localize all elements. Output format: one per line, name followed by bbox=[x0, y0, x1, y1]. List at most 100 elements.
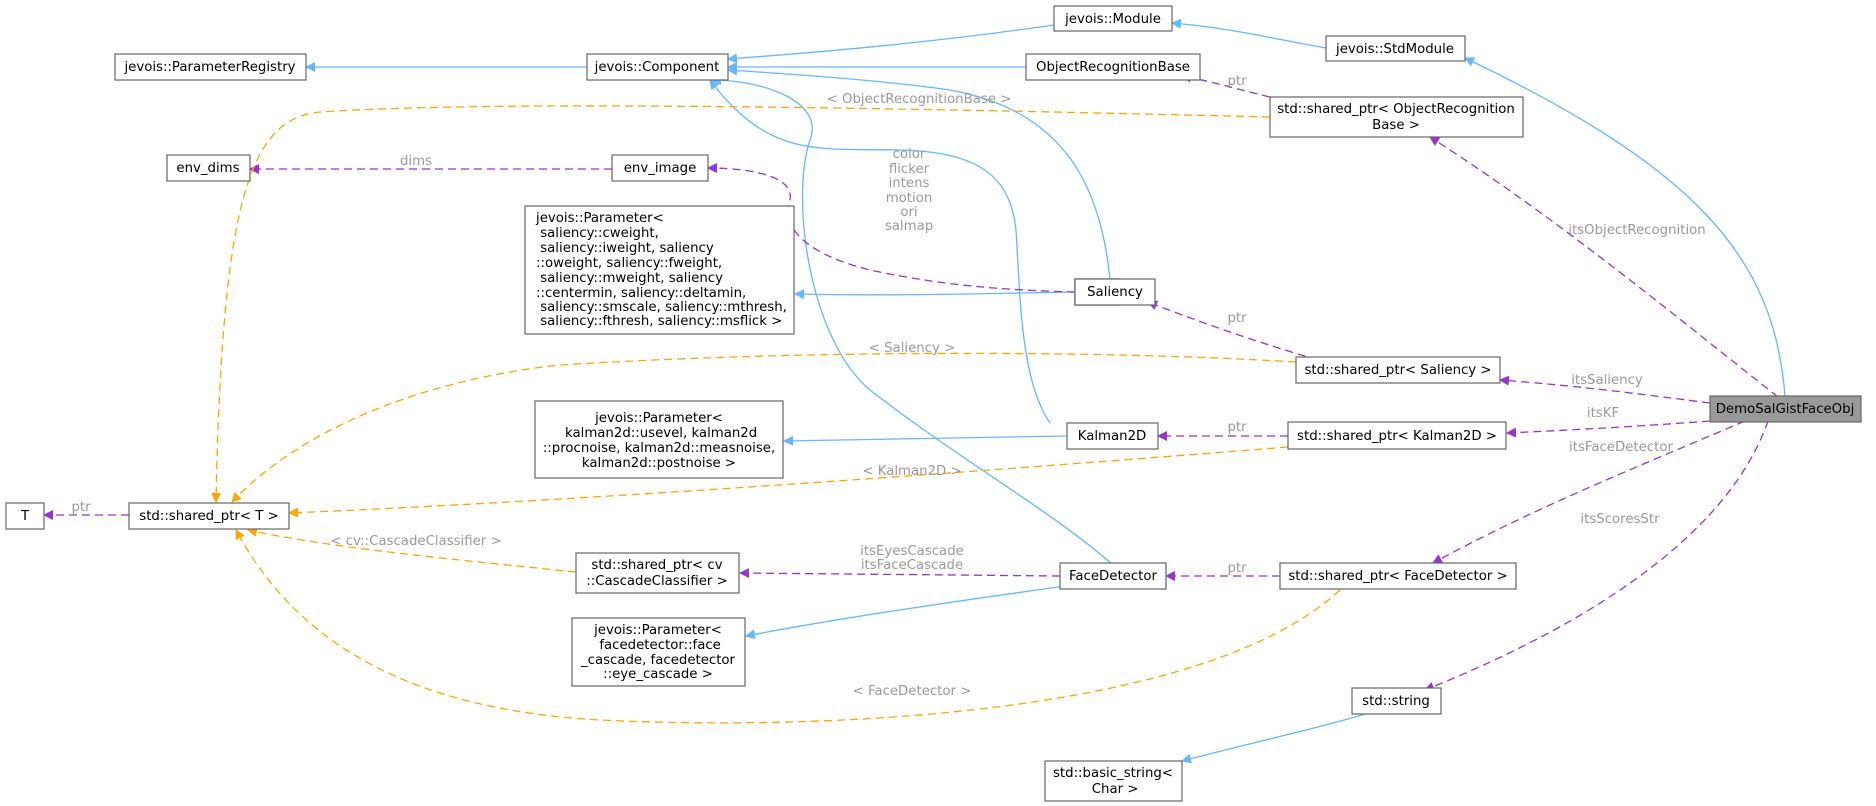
node-paramregistry-label: jevois::ParameterRegistry bbox=[123, 60, 295, 75]
node-demo[interactable]: DemoSalGistFaceObj bbox=[1709, 395, 1862, 423]
label-saliency-template: < Saliency > bbox=[869, 341, 956, 356]
node-face-param[interactable]: jevois::Parameter< facedetector::face _c… bbox=[571, 617, 746, 687]
node-face-param-line-4: ::eye_cascade > bbox=[603, 667, 713, 682]
node-demo-label: DemoSalGistFaceObj bbox=[1716, 402, 1855, 417]
edge-kalman-to-component bbox=[709, 79, 1051, 424]
edge-sp-saliency-to-sp-t bbox=[231, 352, 1297, 503]
edge-sp-face-to-sp-t bbox=[235, 529, 1341, 724]
node-saliency-param-line-5: saliency::mweight, saliency bbox=[536, 271, 723, 286]
label-ptr-t: ptr bbox=[71, 500, 91, 515]
node-basicstring-label-2: Char > bbox=[1088, 782, 1139, 797]
node-paramregistry[interactable]: jevois::ParameterRegistry bbox=[114, 53, 307, 81]
label-its-object-recognition: itsObjectRecognition bbox=[1568, 223, 1705, 238]
node-kalman-label: Kalman2D bbox=[1078, 429, 1147, 444]
edge-demo-to-stdmodule bbox=[1464, 57, 1786, 398]
node-basicstring[interactable]: std::basic_string< Char > bbox=[1044, 760, 1183, 802]
edge-demo-to-stdstring bbox=[1424, 420, 1769, 692]
node-saliency-param-line-2: saliency::cweight, bbox=[536, 226, 659, 241]
node-t[interactable]: T bbox=[5, 502, 45, 530]
node-kalman-param-line-4: kalman2d::postnoise > bbox=[582, 456, 736, 471]
label-objrecbase-template: < ObjectRecognitionBase > bbox=[827, 92, 1012, 107]
edge-saliency-to-env-image bbox=[707, 163, 1076, 293]
node-face-param-line-2: facedetector::face bbox=[595, 638, 721, 653]
edge-stdstring-to-basicstring bbox=[1181, 711, 1373, 764]
label-its-face-cascade: itsFaceCascade bbox=[861, 558, 963, 573]
edge-sp-objrec-to-sp-t bbox=[211, 105, 1271, 503]
node-objrecbase-label: ObjectRecognitionBase bbox=[1036, 60, 1190, 75]
node-objrecbase[interactable]: ObjectRecognitionBase bbox=[1025, 53, 1201, 81]
node-sp-cascade[interactable]: std::shared_ptr< cv ::CascadeClassifier … bbox=[575, 552, 740, 594]
node-stdstring[interactable]: std::string bbox=[1351, 687, 1442, 715]
node-saliency-param-line-1: jevois::Parameter< bbox=[535, 211, 664, 226]
edge-demo-to-sp-objrec bbox=[1429, 136, 1779, 398]
edge-demo-to-sp-saliency bbox=[1499, 375, 1711, 404]
label-its-eyes-cascade: itsEyesCascade bbox=[860, 544, 964, 559]
label-saliency-map-salmap: salmap bbox=[885, 219, 933, 234]
edge-sp-saliency-to-saliency bbox=[1147, 300, 1319, 361]
label-face-template: < FaceDetector > bbox=[853, 684, 972, 699]
edge-stdmodule-to-module bbox=[1171, 18, 1327, 49]
node-saliency-param-line-7: saliency::smscale, saliency::mthresh, bbox=[536, 300, 787, 315]
node-facedetector-label: FaceDetector bbox=[1069, 569, 1158, 584]
node-sp-cascade-label-1: std::shared_ptr< cv bbox=[591, 558, 722, 573]
node-sp-objrec-label-2: Base > bbox=[1372, 118, 1420, 133]
node-t-label: T bbox=[20, 509, 30, 524]
node-saliency-param-line-8: saliency::fthresh, saliency::msflick > bbox=[536, 314, 782, 329]
node-basicstring-label-1: std::basic_string< bbox=[1053, 766, 1173, 781]
edge-sp-cascade-to-sp-t bbox=[247, 527, 577, 573]
node-saliency-real[interactable]: Saliency bbox=[1074, 278, 1156, 306]
nodes: jevois::Module jevois::StdModule jevois:… bbox=[5, 5, 1862, 802]
node-sp-saliency-label: std::shared_ptr< Saliency > bbox=[1304, 363, 1491, 378]
node-component-label: jevois::Component bbox=[594, 60, 720, 75]
node-sp-cascade-label-2: ::CascadeClassifier > bbox=[586, 574, 727, 589]
node-stdmodule[interactable]: jevois::StdModule bbox=[1325, 35, 1466, 62]
node-env-dims[interactable]: env_dims bbox=[166, 154, 251, 182]
edge-facedetector-to-sp-cascade bbox=[739, 568, 1061, 579]
node-sp-objrec-label-1: std::shared_ptr< ObjectRecognition bbox=[1277, 102, 1515, 117]
node-sp-t-label: std::shared_ptr< T > bbox=[139, 509, 278, 524]
node-saliency-param-line-4: ::oweight, saliency::fweight, bbox=[536, 256, 722, 271]
node-kalman-param-line-3: ::procnoise, kalman2d::measnoise, bbox=[543, 441, 775, 456]
node-env-image-label: env_image bbox=[624, 161, 697, 176]
label-kalman-template: < Kalman2D > bbox=[862, 464, 961, 479]
edge-labels: < ObjectRecognitionBase > dims color fli… bbox=[71, 74, 1705, 699]
node-env-image[interactable]: env_image bbox=[611, 154, 709, 182]
node-kalman[interactable]: Kalman2D bbox=[1066, 422, 1159, 450]
node-sp-kalman[interactable]: std::shared_ptr< Kalman2D > bbox=[1287, 421, 1507, 450]
node-saliency-param-line-6: ::centermin, saliency::deltamin, bbox=[536, 286, 746, 301]
node-sp-face[interactable]: std::shared_ptr< FaceDetector > bbox=[1279, 562, 1517, 590]
label-ptr-kalman: ptr bbox=[1227, 420, 1247, 435]
label-saliency-map-motion: motion bbox=[886, 191, 933, 206]
edge-facedetector-to-face-param bbox=[745, 585, 1066, 640]
label-ptr-face: ptr bbox=[1227, 561, 1247, 576]
node-facedetector[interactable]: FaceDetector bbox=[1059, 562, 1167, 590]
label-saliency-map-flicker: flicker bbox=[889, 162, 930, 177]
node-component[interactable]: jevois::Component bbox=[586, 53, 729, 81]
node-sp-kalman-label: std::shared_ptr< Kalman2D > bbox=[1297, 429, 1497, 444]
node-stdmodule-label: jevois::StdModule bbox=[1335, 42, 1454, 57]
node-module[interactable]: jevois::Module bbox=[1053, 5, 1173, 32]
edge-demo-to-sp-kalman bbox=[1506, 420, 1711, 438]
edge-kalman-to-kalman-param bbox=[783, 435, 1068, 446]
label-ptr-saliency: ptr bbox=[1227, 311, 1247, 326]
node-kalman-param[interactable]: jevois::Parameter< kalman2d::usevel, kal… bbox=[534, 400, 784, 479]
node-face-param-line-3: _cascade, facedetector bbox=[580, 653, 736, 668]
label-its-kf: itsKF bbox=[1587, 406, 1619, 421]
node-sp-t[interactable]: std::shared_ptr< T > bbox=[128, 502, 290, 530]
label-dims: dims bbox=[400, 154, 432, 169]
node-saliency-param[interactable]: jevois::Parameter< saliency::cweight, sa… bbox=[524, 205, 795, 335]
edge-sp-kalman-to-sp-t bbox=[288, 445, 1302, 518]
label-saliency-map-color: color bbox=[893, 147, 926, 162]
node-kalman-param-line-2: kalman2d::usevel, kalman2d bbox=[561, 426, 757, 441]
label-its-scores-str: itsScoresStr bbox=[1580, 512, 1660, 527]
node-sp-face-label: std::shared_ptr< FaceDetector > bbox=[1288, 569, 1507, 584]
edge-facedetector-to-component bbox=[711, 75, 1113, 565]
node-sp-objrec[interactable]: std::shared_ptr< ObjectRecognition Base … bbox=[1269, 96, 1524, 138]
edge-saliency-to-saliency-param bbox=[794, 289, 1076, 300]
label-its-saliency: itsSaliency bbox=[1571, 373, 1643, 388]
node-sp-saliency[interactable]: std::shared_ptr< Saliency > bbox=[1295, 356, 1501, 384]
node-kalman-param-line-1: jevois::Parameter< bbox=[594, 411, 723, 426]
label-saliency-map-intens: intens bbox=[889, 176, 930, 191]
node-face-param-line-1: jevois::Parameter< bbox=[593, 623, 722, 638]
